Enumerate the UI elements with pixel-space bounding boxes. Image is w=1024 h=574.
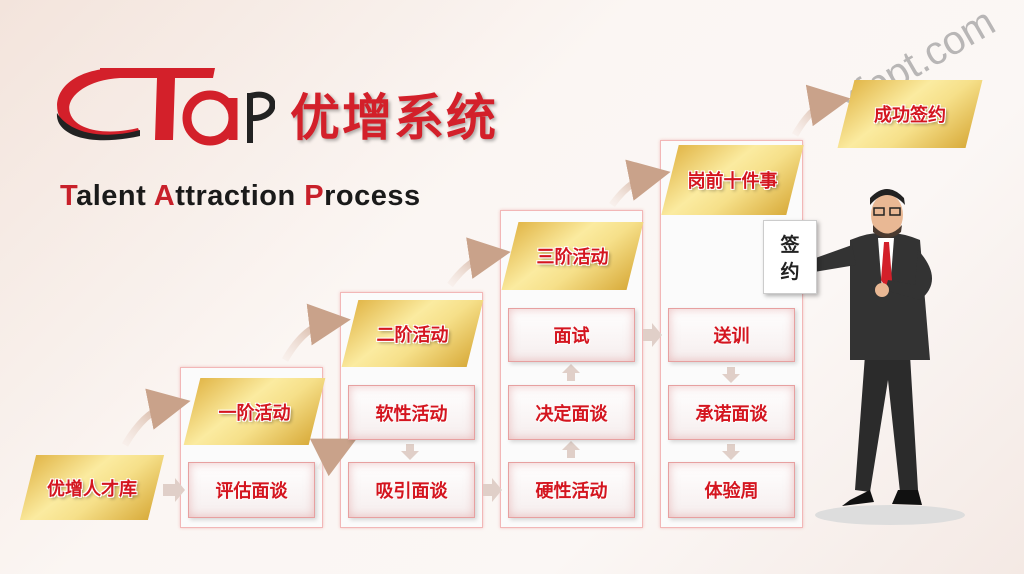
subtitle-text: ttraction [175,180,305,212]
stage4-label: 岗前十件事 [670,145,795,215]
subtitle-p: P [304,180,325,212]
sign-text: 约 [780,261,800,283]
stage3-label: 三阶活动 [510,222,635,290]
step-box: 面试 [508,308,635,362]
step-box: 送训 [668,308,795,362]
sign-card: 签 约 [763,220,817,294]
arrow-right [643,323,662,347]
system-title: 优增系统 [290,89,498,147]
subtitle: Talent Attraction Process [60,180,421,213]
subtitle-a: A [153,180,176,212]
subtitle-text: rocess [324,180,421,212]
step-box: 体验周 [668,462,795,518]
arrow-right [483,478,502,502]
step-start: 优增人才库 [28,455,156,520]
tap-logo [56,68,275,146]
subtitle-text: alent [76,180,154,212]
stage2-label: 二阶活动 [350,300,475,367]
step-box: 决定面谈 [508,385,635,440]
arrow-right [163,478,185,502]
step-final: 成功签约 [846,80,974,148]
step-box: 承诺面谈 [668,385,795,440]
step-box: 吸引面谈 [348,462,475,518]
step-box: 软性活动 [348,385,475,440]
step-box: 评估面谈 [188,462,315,518]
subtitle-t: T [60,180,77,212]
sign-text: 签 [780,234,800,256]
step-box: 硬性活动 [508,462,635,518]
stage1-label: 一阶活动 [192,378,317,445]
